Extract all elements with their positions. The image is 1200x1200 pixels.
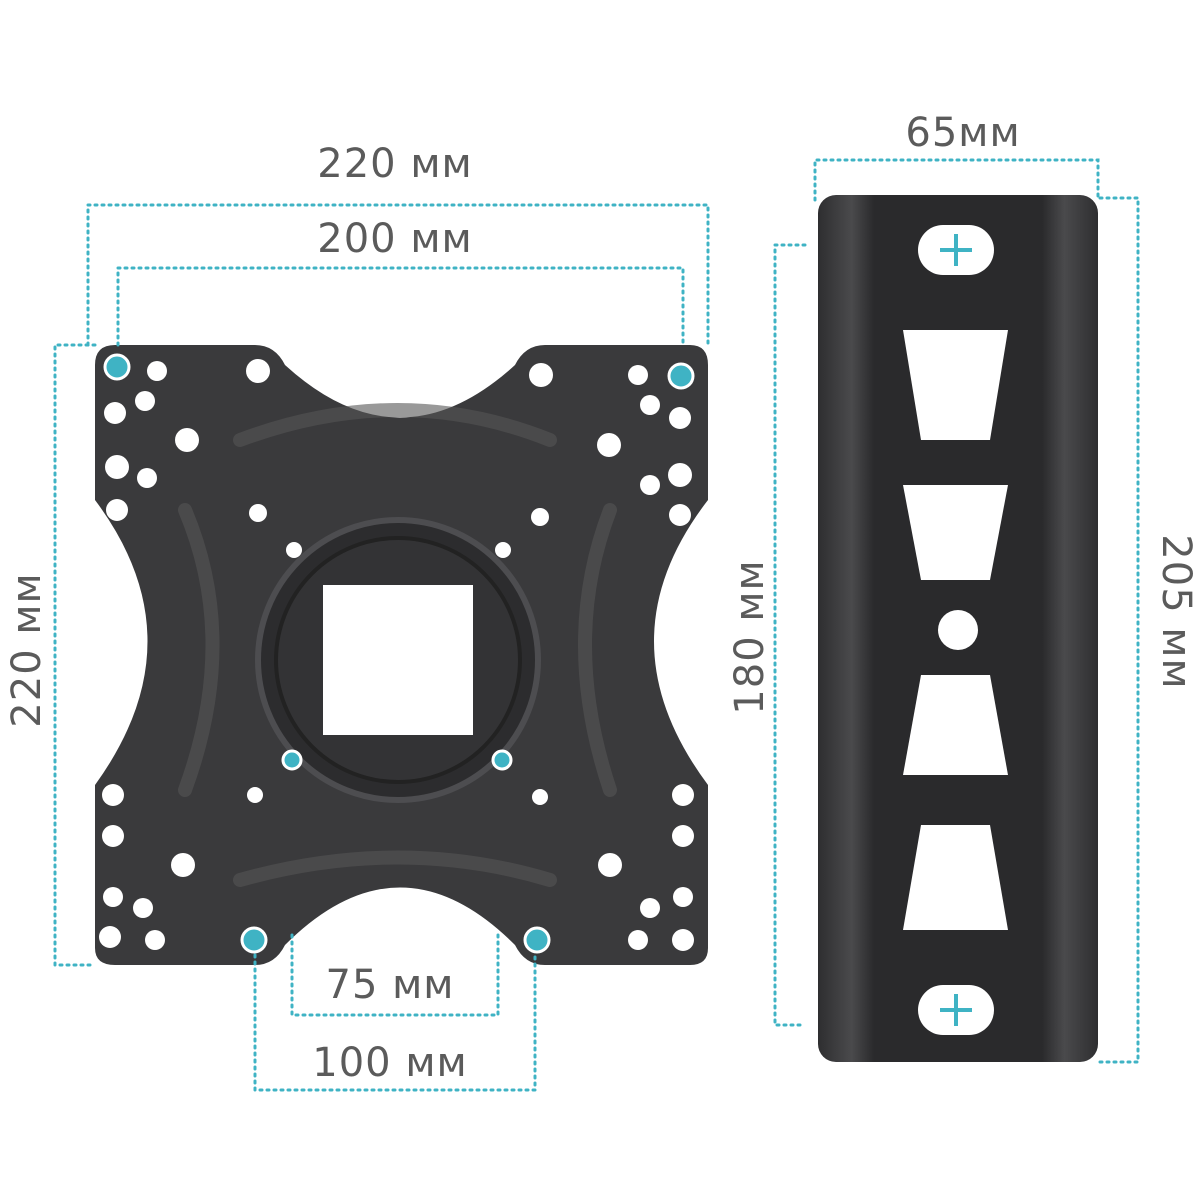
dimension-lines	[53, 158, 1140, 1092]
plate-width-inner-label: 200 мм	[317, 216, 472, 262]
mount-point-markers	[103, 353, 695, 954]
rail-outer-height-label: 205 мм	[1153, 534, 1199, 689]
rail-markers	[940, 234, 972, 1026]
rail-inner-height-label: 180 мм	[727, 559, 773, 714]
rail-cutouts	[903, 330, 1008, 930]
plate-holes	[99, 359, 694, 951]
center-square-hole	[323, 585, 473, 735]
rail-width-label: 65мм	[905, 110, 1020, 156]
plate-width-outer-label: 220 мм	[317, 141, 472, 187]
spacing-100-label: 100 мм	[312, 1040, 467, 1086]
vesa-plate	[95, 345, 708, 965]
spacing-75-label: 75 мм	[326, 962, 455, 1008]
wall-rail	[818, 195, 1098, 1062]
plate-height-label: 220 мм	[4, 572, 50, 727]
